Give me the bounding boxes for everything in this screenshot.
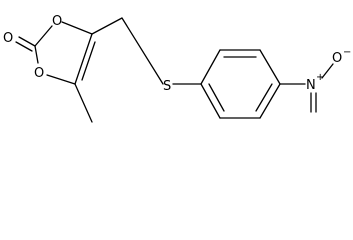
n-o-single-bond — [321, 63, 334, 79]
nitrogen-charge: + — [316, 72, 324, 83]
ring-oxygen-label: O — [52, 14, 62, 29]
carbonyl-double-bond-inner — [15, 41, 33, 52]
ring-bond — [200, 83, 221, 119]
ring-bond-c2-o3 — [34, 45, 39, 64]
ring-bond — [259, 83, 281, 119]
ring-double-bond-inner — [81, 41, 96, 81]
carbonyl-oxygen-label: O — [3, 31, 13, 46]
aromatic-inner-bond — [255, 83, 273, 112]
sulfur-label: S — [163, 79, 171, 94]
dioxolone-ring — [15, 21, 96, 85]
ring-bond-o1-c5 — [61, 21, 93, 35]
aromatic-inner-bond — [208, 83, 225, 112]
methyl-bond — [74, 83, 93, 123]
ring-bond — [259, 49, 281, 85]
ch2-s-bond — [121, 17, 164, 85]
nitro-oxygen-label: O — [332, 51, 342, 66]
ring-bond — [200, 49, 221, 85]
nitrogen-label: N — [306, 78, 316, 93]
ring-bond-c2-o1 — [34, 25, 53, 47]
ring-double-bond — [74, 33, 93, 85]
ch2-bond — [91, 17, 123, 35]
carbonyl-double-bond — [18, 36, 36, 47]
ring-bond-o3-c4 — [46, 74, 76, 85]
nitro-oxygen-charge: − — [343, 47, 351, 58]
benzene-ring — [200, 49, 281, 119]
ring-oxygen-label: O — [34, 66, 44, 81]
chemical-structure: O O O S N + O − O — [3, 14, 351, 123]
